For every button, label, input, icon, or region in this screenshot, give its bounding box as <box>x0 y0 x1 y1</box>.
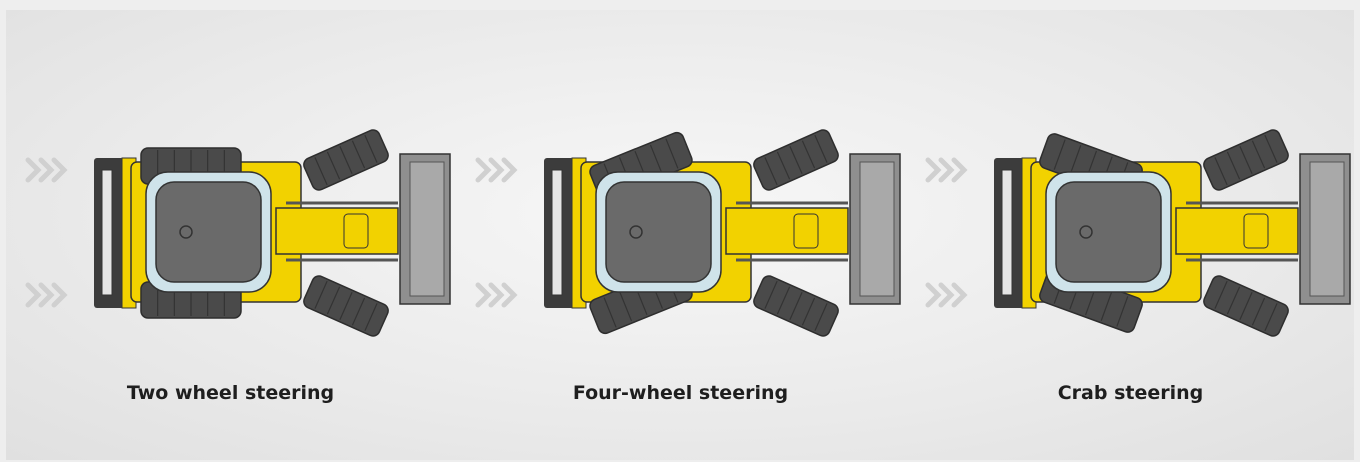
roof-marker <box>629 225 643 239</box>
arrow-chevrons <box>475 157 518 183</box>
roof-marker <box>1079 225 1093 239</box>
arrow-chevrons <box>925 157 968 183</box>
boom-joint <box>793 213 819 249</box>
front-right-tire <box>1203 275 1289 337</box>
four-wheel-diagram <box>475 129 901 337</box>
two-wheel-diagram <box>25 129 451 337</box>
front-left-tire <box>753 129 839 191</box>
steering-modes-figure: Two wheel steering Four-wheel steering C… <box>6 10 1354 460</box>
bucket-inner <box>409 161 445 297</box>
caption-two-wheel: Two wheel steering <box>126 382 335 404</box>
panel-four-wheel: Four-wheel steering <box>456 10 905 460</box>
hydraulic-arm <box>551 169 563 296</box>
arrow-chevrons <box>475 282 518 308</box>
arrow-chevrons <box>25 282 68 308</box>
boom-joint <box>343 213 369 249</box>
crab-diagram <box>925 129 1351 337</box>
front-right-tire <box>753 275 839 337</box>
bucket-inner <box>1309 161 1345 297</box>
roof-marker <box>179 225 193 239</box>
boom-joint <box>1243 213 1269 249</box>
arrow-chevrons <box>25 157 68 183</box>
cab-roof <box>155 181 262 283</box>
cab-roof <box>1055 181 1162 283</box>
loader-boom <box>725 207 849 255</box>
loader-boom <box>1175 207 1299 255</box>
hydraulic-arm <box>1001 169 1013 296</box>
panel-two-wheel: Two wheel steering <box>6 10 455 460</box>
arrow-chevrons <box>925 282 968 308</box>
front-right-tire <box>303 275 389 337</box>
loader-boom <box>275 207 399 255</box>
caption-crab: Crab steering <box>1057 382 1204 404</box>
cab-roof <box>605 181 712 283</box>
panel-crab: Crab steering <box>906 10 1354 460</box>
front-left-tire <box>1203 129 1289 191</box>
front-left-tire <box>303 129 389 191</box>
caption-four-wheel: Four-wheel steering <box>572 382 789 404</box>
bucket-inner <box>859 161 895 297</box>
hydraulic-arm <box>101 169 113 296</box>
